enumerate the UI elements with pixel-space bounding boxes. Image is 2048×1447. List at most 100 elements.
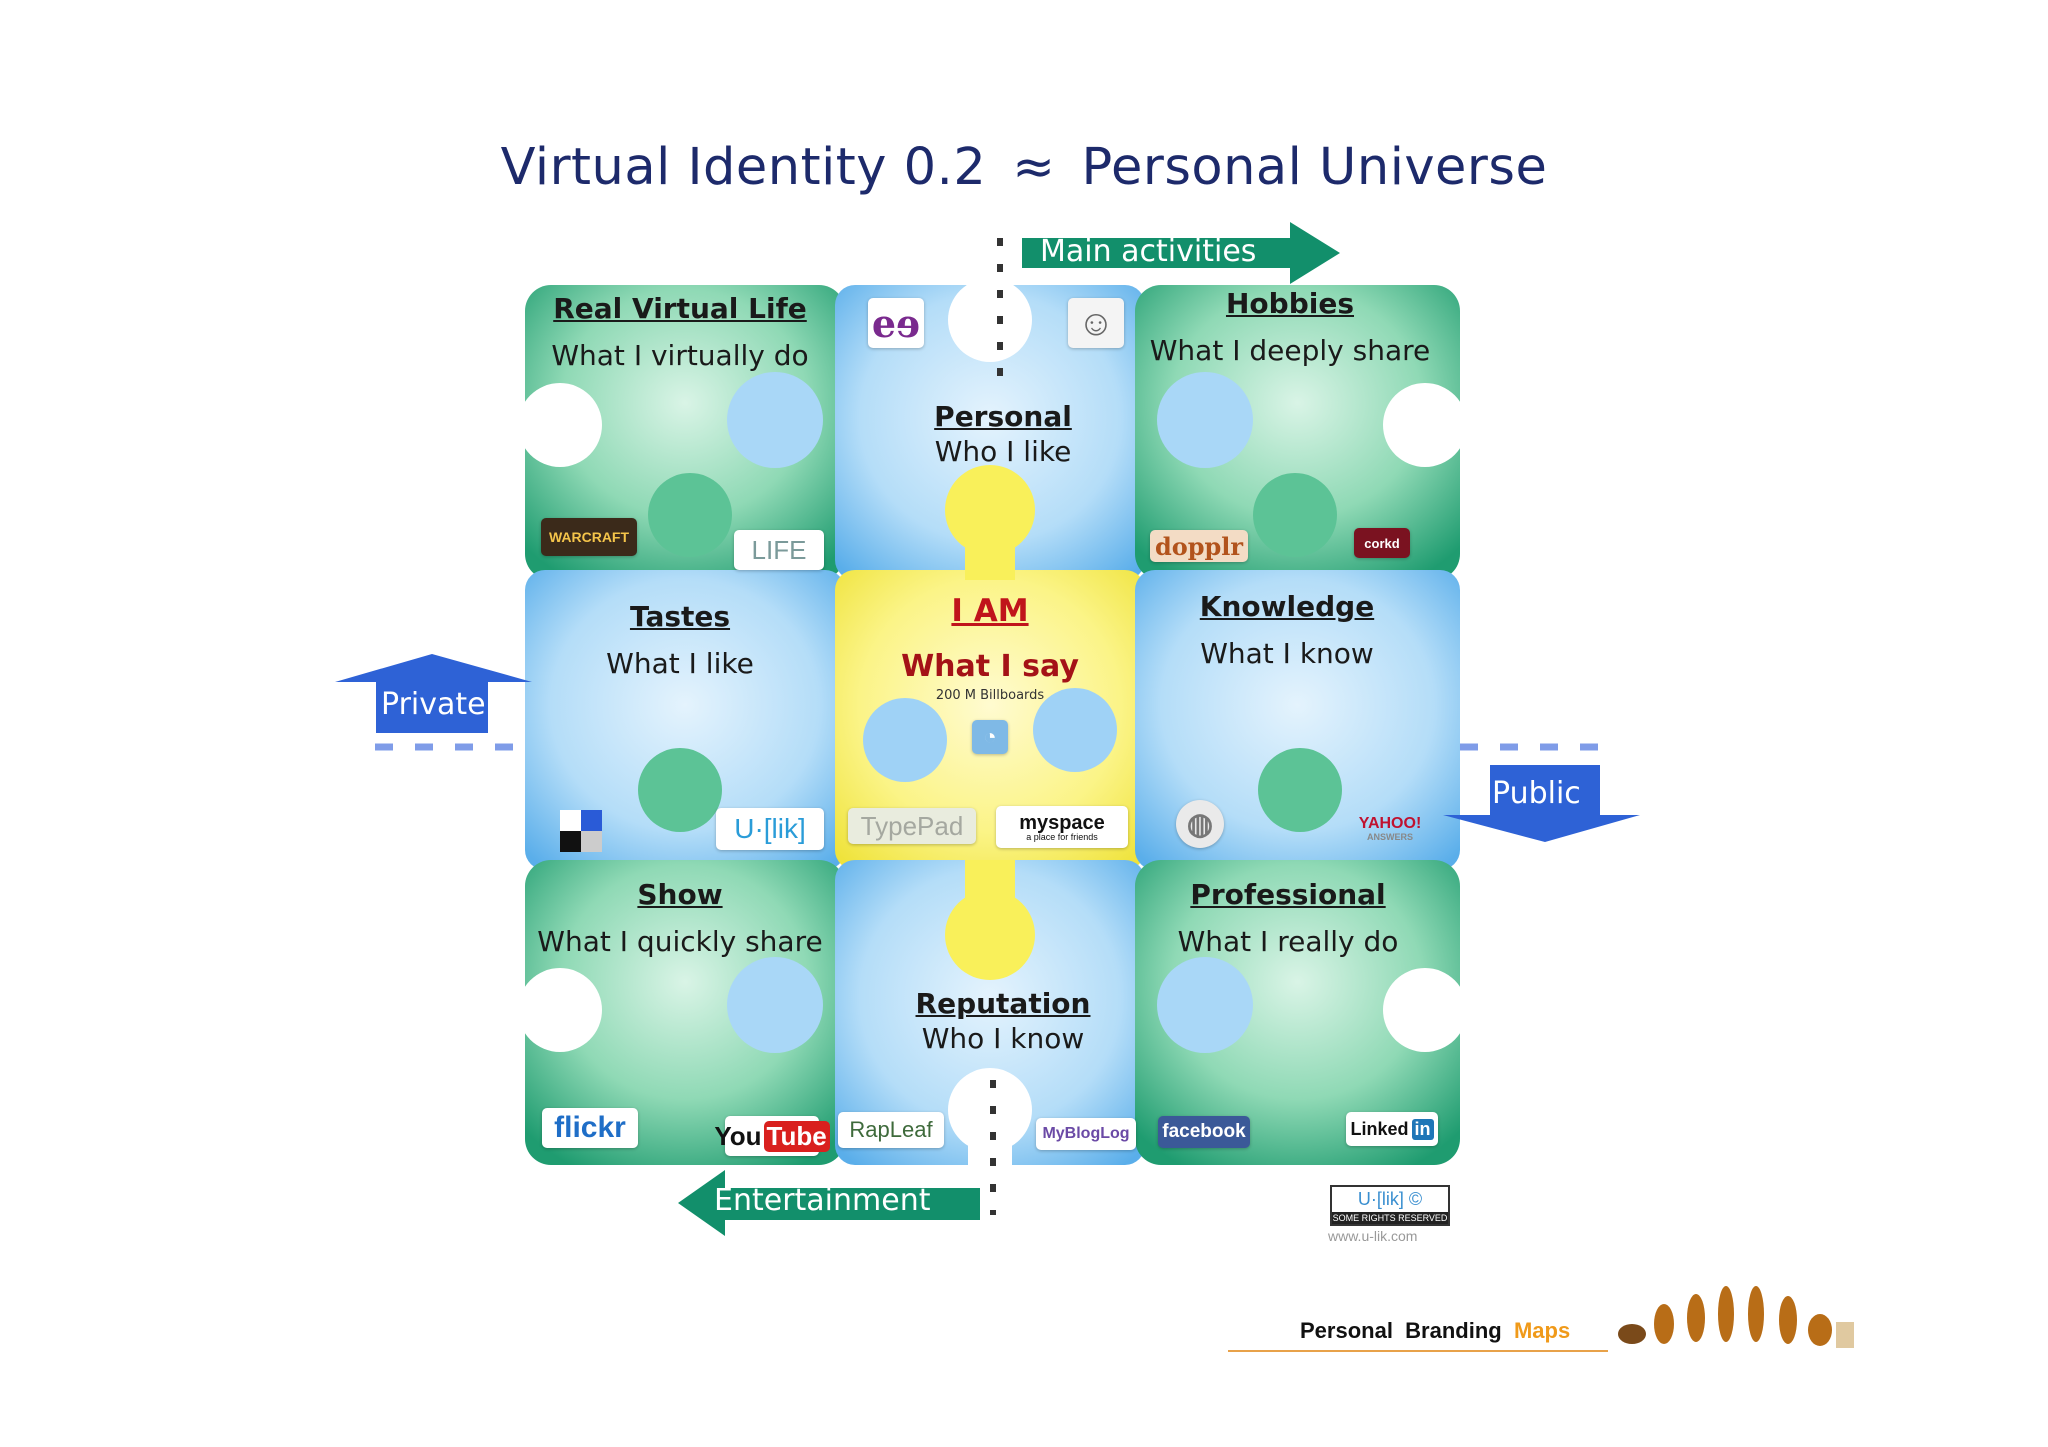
tile-professional	[1135, 860, 1460, 1165]
tile-tastes	[525, 570, 845, 870]
knowledge-heading: Knowledge	[1199, 590, 1375, 623]
facebook-logo: facebook	[1158, 1116, 1250, 1148]
tile-real-virtual-life	[525, 285, 845, 580]
tile-personal	[835, 285, 1145, 580]
title-right: Personal Universe	[1081, 138, 1548, 197]
hobbies-label: Hobbies What I deeply share	[1140, 287, 1440, 367]
public-label: Public	[1492, 776, 1581, 811]
flickr-logo: flickr	[542, 1108, 638, 1148]
footer-maps: Maps	[1513, 1318, 1571, 1343]
hole-left-bottom	[518, 968, 602, 1052]
second-life-logo: LIFE	[734, 530, 824, 570]
tastes-sub: What I like	[606, 647, 754, 680]
ee-heart-icon: eɘ	[868, 298, 924, 348]
personal-label: Personal Who I like	[853, 400, 1153, 468]
knob-green-left-top	[648, 473, 732, 557]
knob-blue-top-right	[1157, 372, 1253, 468]
license-url[interactable]: www.u-lik.com	[1328, 1228, 1418, 1244]
main-activities-label: Main activities	[1040, 234, 1257, 269]
footer-brand: Personal Branding Maps	[1300, 1318, 1570, 1344]
main-activities-arrow	[1022, 222, 1340, 284]
youtube-you: You	[714, 1120, 762, 1151]
professional-heading: Professional	[1190, 878, 1386, 911]
knob-blue-bottom-left	[727, 957, 823, 1053]
tile-reputation	[835, 860, 1145, 1165]
personal-heading: Personal	[934, 400, 1072, 433]
center-label: I AM What I say 200 M Billboards	[840, 593, 1140, 703]
knob-green-right-top	[1253, 473, 1337, 557]
title-left: Virtual Identity 0.2	[500, 138, 987, 197]
knob-green-right-bottom	[1258, 748, 1342, 832]
center-sub: What I say	[901, 649, 1079, 684]
real-virtual-life-label: Real Virtual Life What I virtually do	[530, 292, 830, 372]
wikipedia-globe-icon: ◍	[1176, 800, 1224, 848]
knob-blue-bottom-right	[1157, 957, 1253, 1053]
myspace-name: myspace	[1019, 811, 1105, 834]
footer-branding: Branding	[1405, 1318, 1502, 1343]
myspace-logo: myspace a place for friends	[996, 806, 1128, 848]
real-virtual-life-heading: Real Virtual Life	[553, 292, 807, 325]
private-arrow	[335, 654, 532, 733]
license-badge-text: U·[lik] ©	[1357, 1189, 1423, 1209]
rss-icon: ◔	[972, 720, 1008, 754]
public-arrow	[1443, 765, 1640, 842]
reputation-heading: Reputation	[915, 987, 1091, 1020]
knowledge-label: Knowledge What I know	[1137, 590, 1437, 670]
linkedin-in: in	[1411, 1118, 1434, 1140]
center-note: 200 M Billboards	[935, 688, 1045, 703]
mybloglog-logo: MyBlogLog	[1036, 1118, 1136, 1150]
hobbies-heading: Hobbies	[1225, 287, 1354, 320]
delicious-icon	[560, 810, 602, 852]
knob-green-left-bottom	[638, 748, 722, 832]
reputation-sub: Who I know	[921, 1022, 1085, 1055]
title-approx-symbol: ≈	[1012, 138, 1056, 197]
knob-blue-top-left	[727, 372, 823, 468]
license-rights: SOME RIGHTS RESERVED	[1332, 1212, 1448, 1224]
knob-blue-right-mid	[1033, 688, 1117, 772]
hole-right-top	[1383, 383, 1467, 467]
evolution-figures-icon	[1618, 1286, 1854, 1348]
tastes-label: Tastes What I like	[530, 600, 830, 680]
tastes-heading: Tastes	[629, 600, 731, 633]
youtube-tube: Tube	[763, 1120, 830, 1152]
center-heading: I AM	[951, 593, 1029, 629]
private-label: Private	[381, 687, 486, 722]
yahoo-answers-logo: YAHOO! ANSWERS	[1350, 810, 1430, 848]
corkd-logo: corkd	[1354, 528, 1410, 558]
professional-label: Professional What I really do	[1138, 878, 1438, 958]
license-badge[interactable]: U·[lik] © SOME RIGHTS RESERVED	[1330, 1185, 1450, 1226]
reputation-label: Reputation Who I know	[853, 987, 1153, 1055]
yahoo-name: YAHOO!	[1358, 815, 1422, 833]
tile-hobbies	[1135, 285, 1460, 580]
professional-sub: What I really do	[1177, 925, 1399, 958]
footer-underline	[1228, 1350, 1608, 1352]
personal-sub: Who I like	[934, 435, 1072, 468]
tile-knowledge	[1135, 570, 1460, 870]
rapleaf-logo: RapLeaf	[838, 1112, 944, 1148]
show-sub: What I quickly share	[537, 925, 823, 958]
real-virtual-life-sub: What I virtually do	[551, 339, 809, 372]
page-title: Virtual Identity 0.2 ≈ Personal Universe	[0, 138, 2048, 197]
warcraft-logo: WARCRAFT	[541, 518, 637, 556]
entertainment-arrow	[678, 1170, 980, 1236]
linkedin-text: Linked	[1350, 1118, 1409, 1139]
knob-blue-left-mid	[863, 698, 947, 782]
smiley-icon: ☺	[1068, 298, 1124, 348]
ulik-logo: U·[lik]	[716, 808, 824, 850]
dopplr-logo: dopplr	[1150, 530, 1248, 562]
footer-personal: Personal	[1300, 1318, 1393, 1343]
tile-show	[525, 860, 845, 1165]
hobbies-sub: What I deeply share	[1149, 334, 1431, 367]
show-label: Show What I quickly share	[530, 878, 830, 958]
hole-left-top	[518, 383, 602, 467]
typepad-logo: TypePad	[848, 808, 976, 844]
show-heading: Show	[637, 878, 723, 911]
yahoo-sub: ANSWERS	[1366, 831, 1413, 842]
hole-right-bottom	[1383, 968, 1467, 1052]
myspace-tagline: a place for friends	[1026, 831, 1098, 842]
knowledge-sub: What I know	[1200, 637, 1374, 670]
entertainment-label: Entertainment	[714, 1183, 931, 1218]
